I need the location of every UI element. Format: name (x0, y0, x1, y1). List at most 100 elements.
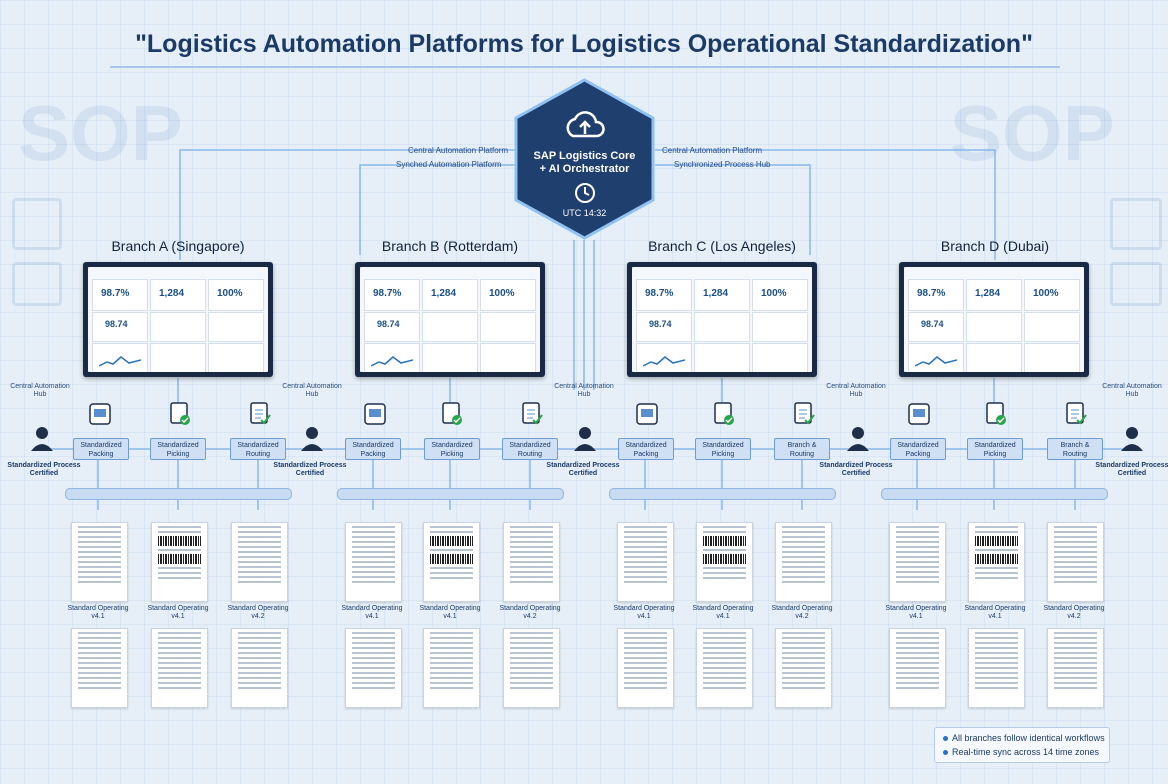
decor-check-right (1110, 262, 1162, 306)
sop-document[interactable] (231, 522, 288, 602)
certified-label-1: Standardized Process Certified (7, 462, 81, 477)
stage-packing-b[interactable]: Standardized Packing (345, 438, 401, 460)
clipboard-check-icon (714, 402, 734, 425)
legend-box: All branches follow identical workflows … (934, 727, 1110, 763)
central-hub[interactable] (513, 78, 656, 240)
sop-label: Standard Operating v4.2 (771, 605, 833, 620)
sop-label: Standard Operating v4.1 (341, 605, 403, 620)
clock-icon (575, 183, 595, 203)
sop-label: Standard Operating v4.2 (1043, 605, 1105, 620)
package-scan-icon (89, 403, 111, 425)
operator-person-icon (574, 427, 596, 451)
sop-document[interactable] (151, 628, 208, 708)
kpi-compliance: 100% (1033, 288, 1059, 299)
sop-document[interactable] (617, 628, 674, 708)
sop-label: Standard Operating v4.1 (964, 605, 1026, 620)
sop-document[interactable] (968, 628, 1025, 708)
certified-label-5: Standardized Process Certified (1095, 462, 1168, 477)
sop-barcode-document[interactable] (968, 522, 1025, 602)
stage-routing-a[interactable]: Standardized Routing (230, 438, 286, 460)
legend-item-2: Real-time sync across 14 time zones (943, 747, 1099, 757)
certified-label-3: Standardized Process Certified (546, 462, 620, 477)
trend-sparkline (371, 356, 413, 367)
clipboard-check-icon (442, 402, 462, 425)
stage-routing-b[interactable]: Standardized Routing (502, 438, 558, 460)
legend-text-1: All branches follow identical workflows (952, 733, 1105, 743)
trend-sparkline (915, 356, 957, 367)
stage-packing-a[interactable]: Standardized Packing (73, 438, 129, 460)
sop-document[interactable] (696, 628, 753, 708)
sop-label: Standard Operating v4.1 (692, 605, 754, 620)
sop-document[interactable] (775, 628, 832, 708)
checklist-icon (522, 402, 543, 425)
legend-text-2: Real-time sync across 14 time zones (952, 747, 1100, 757)
sop-document[interactable] (775, 522, 832, 602)
kpi-accuracy: 98.7% (917, 288, 946, 299)
checklist-icon (794, 402, 815, 425)
sop-label: Standard Operating v4.2 (227, 605, 289, 620)
sop-document[interactable] (617, 522, 674, 602)
sop-document[interactable] (1047, 522, 1104, 602)
stage-picking-c[interactable]: Standardized Picking (695, 438, 751, 460)
branch-a-dashboard[interactable]: 98.7% 1,284 100% 98.74 (83, 262, 273, 377)
kpi-score: 98.74 (649, 319, 672, 329)
sop-document[interactable] (71, 628, 128, 708)
sop-document[interactable] (889, 522, 946, 602)
sync-lane-c (609, 488, 836, 500)
package-scan-icon (364, 403, 386, 425)
feed-label-right-top: Central Automation Platform (662, 146, 763, 155)
kpi-orders: 1,284 (975, 288, 1001, 299)
hub-label: SAP Logistics Core + AI Orchestrator (513, 150, 656, 176)
hub-label-3: Central Automation Hub (554, 383, 614, 398)
sop-document[interactable] (1047, 628, 1104, 708)
stage-packing-d[interactable]: Standardized Packing (890, 438, 946, 460)
sop-document[interactable] (345, 628, 402, 708)
kpi-orders: 1,284 (703, 288, 729, 299)
stage-picking-a[interactable]: Standardized Picking (150, 438, 206, 460)
hub-label-2: Central Automation Hub (282, 383, 342, 398)
operator-person-icon (31, 427, 53, 451)
operator-person-icon (847, 427, 869, 451)
kpi-accuracy: 98.7% (373, 288, 402, 299)
decor-square-right (1110, 198, 1162, 250)
branch-d-dashboard[interactable]: 98.7% 1,284 100% 98.74 (899, 262, 1089, 377)
legend-item-1: All branches follow identical workflows (943, 733, 1105, 743)
watermark-right: SOP (950, 89, 1115, 177)
sop-document[interactable] (889, 628, 946, 708)
stage-packing-c[interactable]: Standardized Packing (618, 438, 674, 460)
sop-document[interactable] (503, 522, 560, 602)
checklist-icon (250, 402, 271, 425)
sop-document[interactable] (231, 628, 288, 708)
hub-label-1: Central Automation Hub (10, 383, 70, 398)
package-scan-icon (908, 403, 930, 425)
package-scan-icon (636, 403, 658, 425)
branch-b-title: Branch B (Rotterdam) (381, 238, 519, 254)
branch-b-dashboard[interactable]: 98.7% 1,284 100% 98.74 (355, 262, 545, 377)
bullet-icon (943, 750, 948, 756)
sop-barcode-document[interactable] (151, 522, 208, 602)
stage-picking-b[interactable]: Standardized Picking (424, 438, 480, 460)
stage-routing-c[interactable]: Branch & Routing (774, 438, 830, 460)
certified-label-4: Standardized Process Certified (819, 462, 893, 477)
sop-barcode-document[interactable] (696, 522, 753, 602)
sop-document[interactable] (71, 522, 128, 602)
sop-document[interactable] (345, 522, 402, 602)
sop-label: Standard Operating v4.1 (885, 605, 947, 620)
sop-document[interactable] (503, 628, 560, 708)
sop-barcode-document[interactable] (423, 522, 480, 602)
stage-picking-d[interactable]: Standardized Picking (967, 438, 1023, 460)
title-underline (110, 66, 1060, 68)
sync-lane-b (337, 488, 564, 500)
bullet-icon (943, 736, 948, 742)
cloud-upload-icon (566, 111, 605, 138)
decor-square-left-2 (12, 262, 62, 306)
sop-document[interactable] (423, 628, 480, 708)
hub-line2: + AI Orchestrator (539, 163, 630, 175)
feed-label-left-bottom: Synched Automation Platform (396, 160, 502, 169)
stage-routing-d[interactable]: Branch & Routing (1047, 438, 1103, 460)
sync-lane-a (65, 488, 292, 500)
sync-lane-d (881, 488, 1108, 500)
kpi-orders: 1,284 (431, 288, 457, 299)
branch-c-dashboard[interactable]: 98.7% 1,284 100% 98.74 (627, 262, 817, 377)
